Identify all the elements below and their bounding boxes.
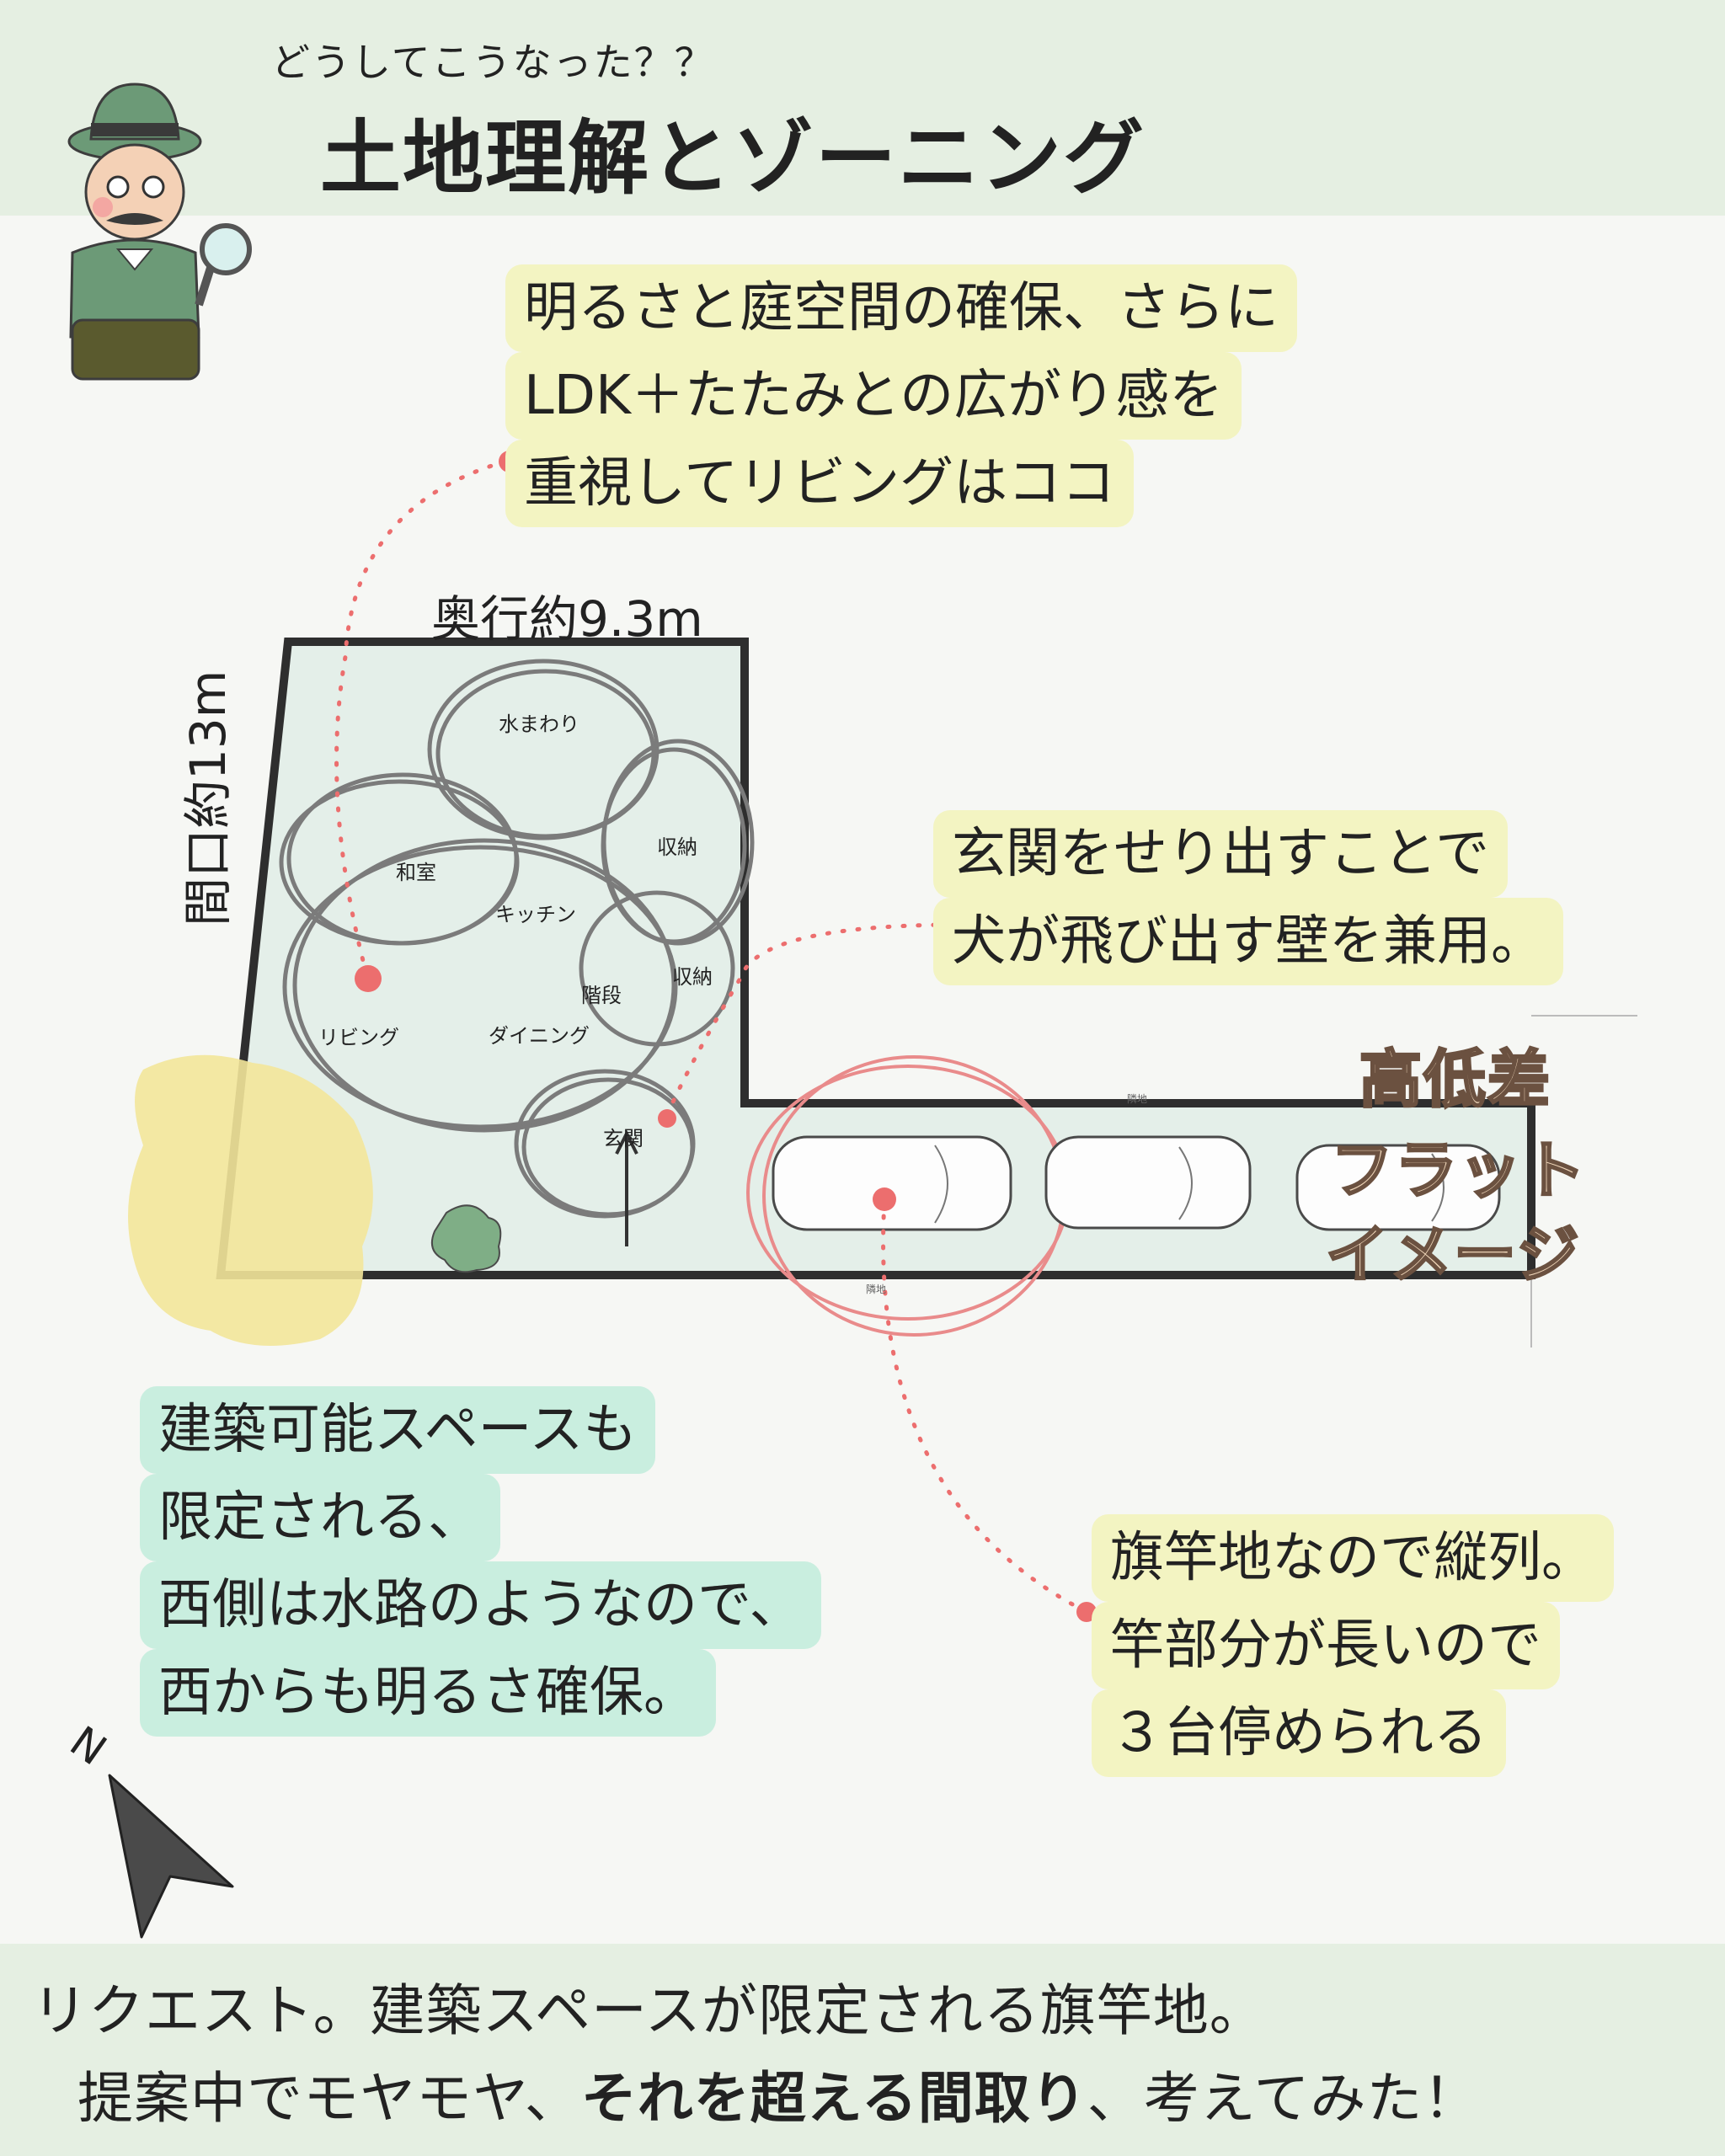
callout-living: 明るさと庭空間の確保、さらに LDK＋たたみとの広がり感を 重視してリビングはコ…	[505, 264, 1297, 527]
callout-line: ３台停められる	[1092, 1689, 1506, 1777]
north-arrow-icon	[108, 1774, 234, 1939]
tree-shrub-yellow	[128, 1054, 373, 1346]
neighbor-label: 隣地	[1127, 1093, 1148, 1105]
callout-line: 西側は水路のようなので、	[140, 1561, 822, 1649]
room-japanese: 和室	[396, 861, 436, 884]
frontage-dimension: 間口約13m	[179, 670, 237, 926]
car-icon	[1044, 1135, 1252, 1230]
zoning-bubbles	[279, 659, 755, 1219]
page-title: 土地理解とゾーニング	[320, 111, 1146, 205]
room-storage-1: 収納	[657, 835, 697, 859]
room-kitchen: キッチン	[495, 903, 576, 926]
neighbor-label: 隣地	[866, 1283, 887, 1295]
callout-line: 竿部分が長いので	[1092, 1602, 1560, 1689]
detective-mascot-icon	[67, 83, 252, 381]
callout-space: 建築可能スペースも 限定される、 西側は水路のようなので、 西からも明るさ確保。	[140, 1386, 822, 1737]
flat-label: フラット	[1330, 1134, 1587, 1209]
header-band	[0, 0, 1725, 216]
footer-band	[0, 1944, 1725, 2156]
footer-line-1: リクエスト。建築スペースが限定される旗竿地。	[32, 1978, 1266, 2043]
callout-line: 限定される、	[140, 1474, 500, 1561]
callout-line: 建築可能スペースも	[140, 1386, 656, 1474]
room-dining: ダイニング	[489, 1024, 590, 1048]
header-subtitle: どうしてこうなった？？	[271, 40, 715, 85]
callout-line: 西からも明るさ確保。	[140, 1649, 716, 1737]
depth-dimension: 奥行約9.3m	[431, 590, 703, 648]
tree-icon	[431, 1204, 502, 1273]
room-entrance: 玄関	[603, 1127, 644, 1150]
callout-line: LDK＋たたみとの広がり感を	[505, 352, 1242, 440]
car-icon	[1295, 1144, 1501, 1231]
level-diff-label: 高低差	[1359, 1043, 1551, 1118]
footer-text: 提案中でモヤモヤ、	[77, 2066, 581, 2131]
callout-line: 旗竿地なので縦列。	[1092, 1514, 1614, 1602]
room-living: リビング	[318, 1026, 399, 1049]
callout-line: 重視してリビングはココ	[505, 440, 1135, 527]
callout-line: 明るさと庭空間の確保、さらに	[505, 264, 1297, 352]
car-icons	[772, 1135, 1501, 1231]
callout-entrance: 玄関をせり出すことで 犬が飛び出す壁を兼用。	[933, 810, 1563, 985]
footer-line-2: 提案中でモヤモヤ、それを超える間取り、考えてみた！	[77, 2053, 1479, 2134]
footer-text: 、考えてみた！	[1087, 2066, 1480, 2131]
room-water: 水まわり	[499, 712, 579, 736]
room-stairs: 階段	[581, 984, 622, 1007]
room-storage-2: 収納	[672, 965, 713, 989]
leader-lines	[334, 459, 1089, 1614]
callout-parking: 旗竿地なので縦列。 竿部分が長いので ３台停められる	[1092, 1514, 1614, 1777]
footer-emphasis: それを超える間取り	[580, 2066, 1087, 2131]
car-icon	[772, 1135, 1012, 1231]
callout-line: 犬が飛び出す壁を兼用。	[933, 898, 1563, 985]
callout-line: 玄関をせり出すことで	[933, 810, 1509, 898]
image-label: イメージ	[1325, 1218, 1581, 1293]
